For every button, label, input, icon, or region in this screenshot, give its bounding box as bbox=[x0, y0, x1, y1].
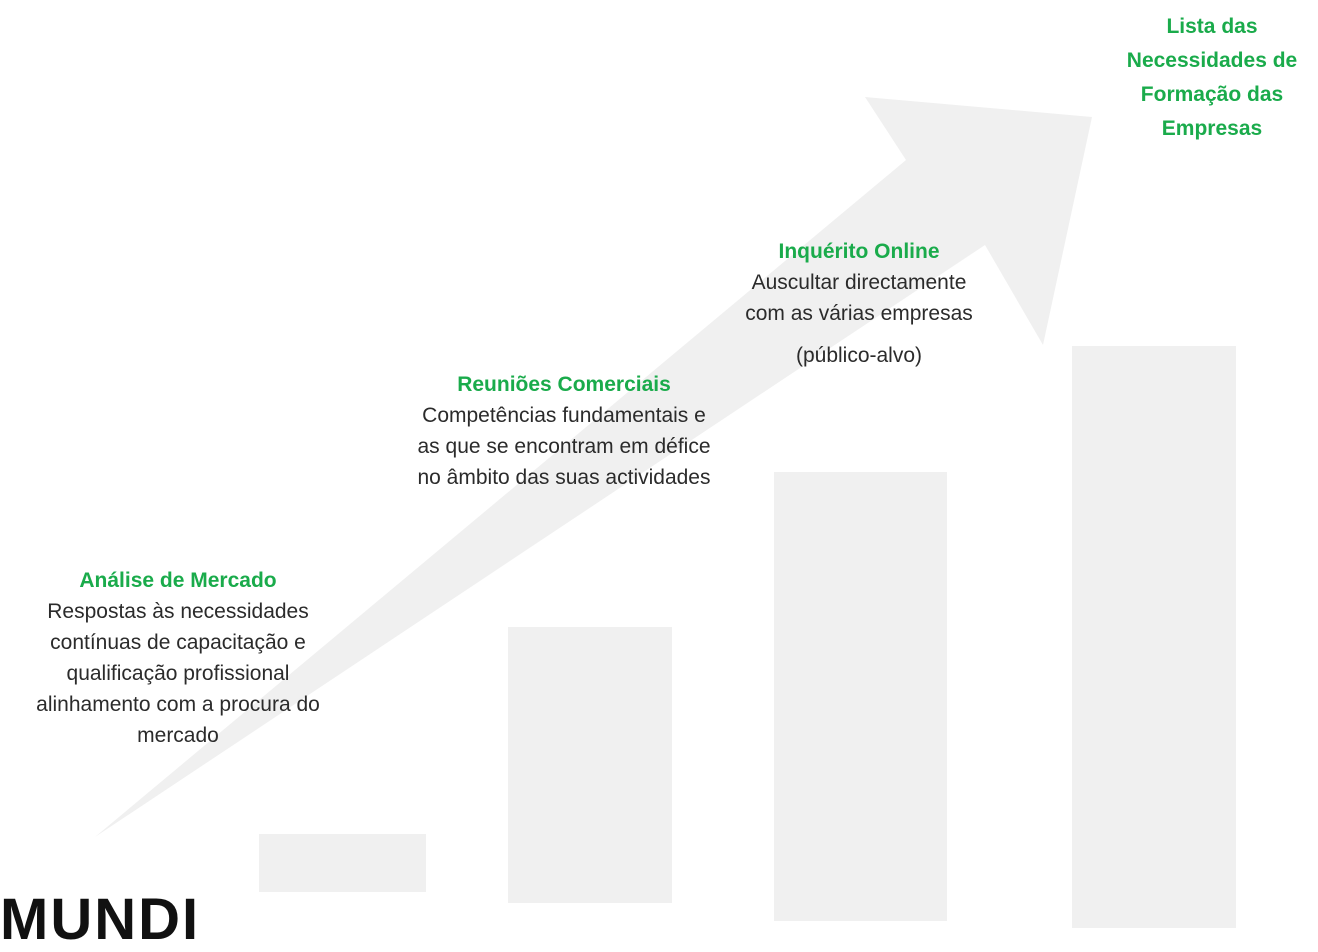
step-title: Reuniões Comerciais bbox=[457, 373, 671, 396]
bar-1 bbox=[259, 834, 426, 892]
company-logo: MUNDI bbox=[0, 887, 201, 952]
step-title: Análise de Mercado bbox=[79, 569, 277, 592]
step-description: Respostas às necessidades contínuas de c… bbox=[36, 600, 320, 747]
growth-arrow bbox=[95, 97, 1092, 837]
diagram: Análise de Mercado Respostas às necessid… bbox=[0, 15, 1298, 950]
final-result-title: Lista das Necessidades de Formação das E… bbox=[1126, 15, 1298, 140]
step-note: (público-alvo) bbox=[795, 344, 923, 367]
step-description: Auscultar directamente com as várias emp… bbox=[745, 271, 973, 325]
bar-3 bbox=[774, 472, 947, 921]
bar-2 bbox=[508, 627, 672, 903]
step-market-analysis: Análise de Mercado Respostas às necessid… bbox=[8, 565, 348, 751]
step-commercial-meetings: Reuniões Comerciais Competências fundame… bbox=[414, 369, 714, 493]
step-description: Competências fundamentais e as que se en… bbox=[417, 404, 711, 489]
diagram-graphics bbox=[95, 97, 1236, 928]
bar-4 bbox=[1072, 346, 1236, 928]
step-title: Inquérito Online bbox=[778, 240, 940, 263]
step-online-survey: Inquérito Online Auscultar directamente … bbox=[742, 236, 976, 371]
